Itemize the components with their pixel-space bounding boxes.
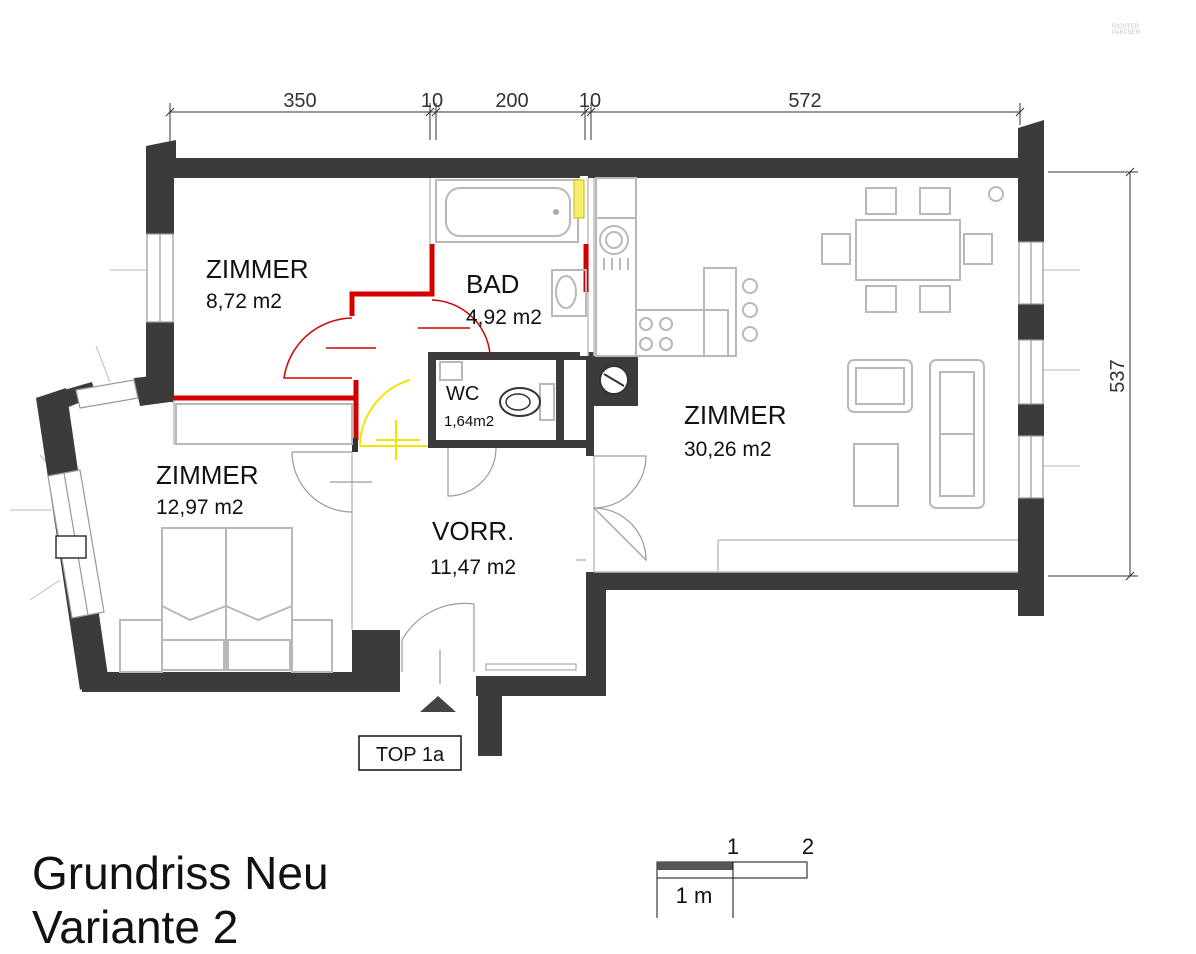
kitchen-island [703, 267, 737, 357]
logo: RICHTER PARTNER [1112, 24, 1140, 36]
dim-right: 537 [1107, 359, 1129, 392]
room-area: 8,72 m2 [206, 290, 282, 313]
dim-top-5: 572 [788, 90, 821, 112]
plan-subtitle: Variante 2 [32, 901, 239, 953]
dim-top-4: 10 [579, 90, 601, 112]
room-label-zimmer-2: ZIMMER 30,26 m2 [684, 400, 787, 461]
room-label-zimmer-1: ZIMMER 8,72 m2 [206, 254, 309, 313]
floor-plan: 350 10 200 10 572 537 [10, 90, 1138, 918]
entrance-arrow-icon [420, 696, 456, 712]
sink-bad-icon [551, 269, 587, 317]
room-area: 11,47 m2 [430, 556, 516, 579]
windows [47, 233, 1044, 619]
room-area: 12,97 m2 [156, 496, 244, 519]
bar-stools [742, 278, 758, 342]
wc-door-yellow [359, 379, 428, 460]
scale-unit: 1 m [676, 883, 713, 908]
window-sill [55, 535, 87, 559]
room-name: BAD [466, 269, 519, 299]
outer-walls [36, 120, 1044, 756]
room-name: ZIMMER [684, 400, 787, 430]
dimension-line-right: 537 [1048, 167, 1138, 581]
unit-label-box: TOP 1a [358, 735, 462, 771]
dim-top-1: 350 [283, 90, 316, 112]
room-area: 4,92 m2 [466, 306, 542, 329]
bathtub-icon [435, 179, 579, 243]
plan-title: Grundriss Neu [32, 847, 329, 899]
room-name: VORR. [432, 516, 514, 546]
coffee-table-icon [853, 443, 899, 507]
sofa-icon [929, 359, 985, 509]
toilet-icon [499, 383, 555, 421]
lamp-icon [988, 186, 1004, 202]
dim-top-2: 10 [421, 90, 443, 112]
scale-tick-2: 2 [802, 834, 814, 859]
dining-table-icon [821, 187, 993, 313]
unit-label: TOP 1a [376, 744, 445, 766]
room-label-vorr: VORR. 11,47 m2 [430, 516, 516, 579]
room-name: ZIMMER [156, 460, 259, 490]
scale-bar: 1 2 1 m [656, 834, 814, 918]
room-label-zimmer-3: ZIMMER 12,97 m2 [156, 460, 259, 519]
room-label-wc: WC 1,64m2 [444, 383, 494, 430]
wc-sink-icon [439, 361, 463, 381]
room-area: 30,26 m2 [684, 438, 772, 461]
room-area: 1,64m2 [444, 413, 494, 430]
dim-top-3: 200 [495, 90, 528, 112]
room-name: ZIMMER [206, 254, 309, 284]
room-label-bad: BAD 4,92 m2 [466, 269, 542, 329]
wardrobe-icon [175, 403, 353, 445]
kitchen-counter [595, 177, 729, 357]
room-name: WC [446, 383, 479, 405]
washing-machine-mark [573, 179, 585, 219]
nightstand-right-icon [291, 619, 333, 673]
double-bed-icon [161, 527, 293, 671]
door-jamb [352, 438, 358, 452]
scale-tick-1: 1 [727, 834, 739, 859]
stove-icon [639, 317, 673, 351]
doors [291, 447, 647, 684]
logo-line-1: RICHTER [1112, 24, 1139, 30]
dimension-line-top: 350 10 200 10 572 [165, 90, 1025, 160]
armchair-icon [847, 359, 913, 413]
logo-line-2: PARTNER [1112, 30, 1141, 36]
nightstand-left-icon [119, 619, 163, 673]
